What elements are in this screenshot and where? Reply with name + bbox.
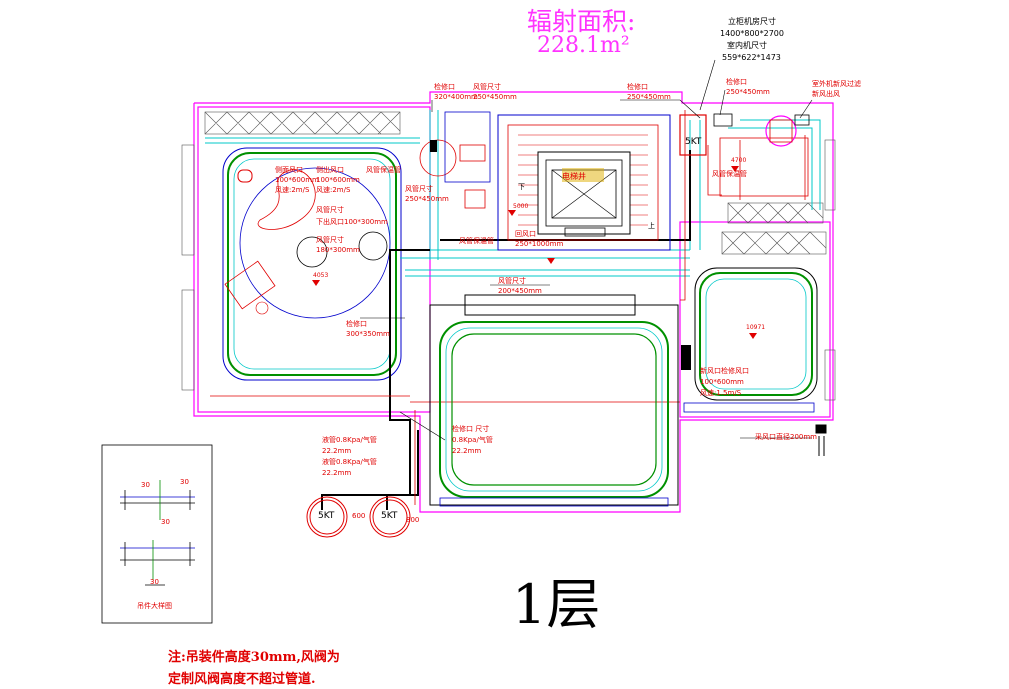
mid-tag: 5000 bbox=[513, 203, 529, 210]
inlet-arrow bbox=[815, 424, 827, 456]
label-room1-e2: 180*300mm bbox=[316, 246, 360, 254]
outdoor-unit-a-label: 5KT bbox=[318, 511, 335, 521]
label-room1-a3: 风速:2m/S bbox=[275, 186, 310, 194]
label-top-c2: 250*450mm bbox=[627, 93, 671, 101]
indoor-unit-label: 5KT bbox=[685, 137, 702, 147]
leader-lines bbox=[360, 59, 813, 441]
label-top-a: 检修口 bbox=[434, 83, 455, 91]
note-line-2: 定制风阀高度不超过管道. bbox=[168, 672, 316, 687]
label-top-e2: 新风出风 bbox=[812, 90, 840, 98]
label-room1-d2: 下出风口100*300mm bbox=[316, 218, 388, 226]
radiation-area-value: 228.1m² bbox=[537, 33, 630, 58]
unit-spec-2: 1400*800*2700 bbox=[720, 29, 784, 38]
unit-b-dim: 800 bbox=[406, 516, 420, 524]
detail-dim-3: 30 bbox=[161, 518, 170, 526]
vent-note: 采风口直径200mm bbox=[755, 433, 817, 441]
label-mid-c: 风管保温管 bbox=[459, 237, 494, 245]
label-mid-d2: 200*450mm bbox=[498, 287, 542, 295]
room1-tag: 4053 bbox=[313, 272, 329, 279]
label-top-b: 风管尺寸 bbox=[473, 83, 501, 91]
label-room1-f: 检修口 bbox=[346, 320, 367, 328]
label-top-d2: 250*450mm bbox=[726, 88, 770, 96]
label-pipe-a: 检修口 尺寸 bbox=[452, 425, 490, 433]
label-pipe-a3: 22.2mm bbox=[452, 447, 482, 455]
unit-spec-3: 室内机尺寸 bbox=[727, 41, 767, 50]
wall-hatches bbox=[181, 111, 836, 401]
unit-a-dim: 600 bbox=[352, 512, 366, 520]
label-room3-a: 新风口检修风口 bbox=[700, 367, 749, 375]
label-top-c: 检修口 bbox=[627, 83, 648, 91]
unit-spec-4: 559*622*1473 bbox=[722, 53, 781, 62]
label-mid-a2: 250*450mm bbox=[405, 195, 449, 203]
detail-dim-4: 30 bbox=[150, 578, 159, 586]
label-mid-b2: 250*1000mm bbox=[515, 240, 564, 248]
label-room1-c: 风管保温管 bbox=[366, 166, 401, 174]
label-room1-d: 风管尺寸 bbox=[316, 206, 344, 214]
label-room3-a3: 风速:1.5m/S bbox=[700, 389, 742, 397]
label-pipe-a2: 0.8Kpa/气管 bbox=[452, 436, 493, 444]
floor-title: 1层 bbox=[512, 573, 601, 636]
label-mid-d: 风管尺寸 bbox=[498, 277, 526, 285]
detail-dim-1: 30 bbox=[141, 481, 150, 489]
label-room1-e: 风管尺寸 bbox=[316, 236, 344, 244]
label-room1-a: 侧面风口 bbox=[275, 166, 303, 174]
label-right-a: 风管保温管 bbox=[712, 170, 747, 178]
red-pipes bbox=[210, 110, 806, 505]
outdoor-unit-b-label: 5KT bbox=[381, 511, 398, 521]
label-room1-b3: 风速:2m/S bbox=[316, 186, 351, 194]
stair-up-label: 上 bbox=[648, 222, 655, 230]
outer-walls bbox=[193, 91, 834, 513]
vent-components bbox=[419, 111, 491, 209]
label-top-e: 室外机新风过滤 bbox=[812, 80, 861, 88]
room-3 bbox=[683, 267, 818, 413]
stair-down-label: 下 bbox=[518, 183, 525, 191]
room-2 bbox=[429, 294, 691, 507]
detail-caption: 吊件大样图 bbox=[137, 602, 172, 610]
outdoor-units bbox=[306, 496, 411, 538]
note-line-1: 注:吊装件高度30mm,风阀为 bbox=[168, 650, 340, 665]
label-pipe-b2: 22.2mm bbox=[322, 447, 352, 455]
room-1 bbox=[222, 147, 402, 381]
room3-tag: 10971 bbox=[746, 324, 766, 331]
label-pipe-c: 液管0.8Kpa/气管 bbox=[322, 458, 377, 466]
label-pipe-b: 液管0.8Kpa/气管 bbox=[322, 436, 377, 444]
label-mid-b: 回风口 bbox=[515, 230, 536, 238]
label-room3-a2: 100*600mm bbox=[700, 378, 744, 386]
label-top-b2: 250*450mm bbox=[473, 93, 517, 101]
room-4 bbox=[679, 113, 810, 197]
label-mid-a: 风管尺寸 bbox=[405, 185, 433, 193]
label-pipe-c2: 22.2mm bbox=[322, 469, 352, 477]
stair-core bbox=[497, 114, 671, 251]
label-room1-b2: 100*600mm bbox=[316, 176, 360, 184]
label-top-a2: 320*400mm bbox=[434, 93, 478, 101]
radiation-area-label: 辐射面积: bbox=[527, 7, 636, 36]
elevator-label: 电梯井 bbox=[562, 172, 586, 181]
right-tag: 4700 bbox=[731, 157, 747, 164]
label-room1-f2: 300*350mm bbox=[346, 330, 390, 338]
marker-arrows bbox=[312, 166, 757, 339]
label-top-d: 检修口 bbox=[726, 78, 747, 86]
detail-dim-2: 30 bbox=[180, 478, 189, 486]
label-room1-b: 侧出风口 bbox=[316, 166, 344, 174]
label-room1-a2: 100*600mm bbox=[275, 176, 319, 184]
hanger-detail bbox=[101, 444, 213, 624]
unit-spec-1: 立柜机房尺寸 bbox=[728, 17, 776, 26]
